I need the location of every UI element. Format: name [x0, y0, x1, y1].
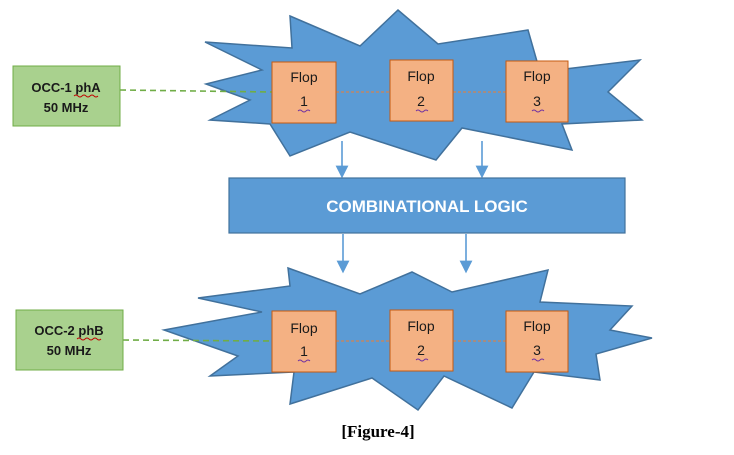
- bottom-flop-1-word: Flop: [290, 320, 317, 336]
- top-flop-2-number: 2: [417, 93, 425, 109]
- squiggle-top-2: [415, 109, 429, 113]
- figure-caption: [Figure-4]: [341, 422, 414, 441]
- squiggle-phB: [76, 337, 102, 341]
- clock-source-occ2-freq: 50 MHz: [47, 343, 92, 358]
- clock-line-bottom: [122, 339, 273, 342]
- top-flop-3-number: 3: [533, 93, 541, 109]
- top-flop-1-number: 1: [300, 93, 308, 109]
- squiggle-bottom-2: [415, 358, 429, 362]
- combinational-logic-label: COMBINATIONAL LOGIC: [326, 197, 527, 216]
- clock-source-occ1-name: OCC-1 phA: [31, 80, 101, 95]
- bottom-flop-3-word: Flop: [523, 318, 550, 334]
- clock-line-top: [119, 89, 273, 93]
- top-flop-3-word: Flop: [523, 68, 550, 84]
- top-flop-3: Flop 3: [505, 60, 569, 123]
- clock-source-occ2-name: OCC-2 phB: [34, 323, 103, 338]
- top-flop-1: Flop 1: [271, 61, 337, 124]
- combinational-logic-block: [228, 177, 626, 234]
- bottom-flop-3-number: 3: [533, 342, 541, 358]
- squiggle-top-3: [531, 109, 545, 113]
- top-flop-2-word: Flop: [407, 68, 434, 84]
- top-flop-2: Flop 2: [389, 59, 454, 122]
- clock-source-occ1: [12, 65, 121, 127]
- bottom-flop-2-word: Flop: [407, 318, 434, 334]
- squiggle-bottom-1: [297, 359, 311, 363]
- top-flop-1-word: Flop: [290, 69, 317, 85]
- bottom-flop-2-number: 2: [417, 342, 425, 358]
- clock-source-occ1-freq: 50 MHz: [44, 100, 89, 115]
- squiggle-top-1: [297, 109, 311, 113]
- squiggle-phA: [73, 94, 99, 98]
- bottom-flop-1-number: 1: [300, 343, 308, 359]
- bottom-flop-3: Flop 3: [505, 310, 569, 373]
- clock-source-occ2: [15, 309, 124, 371]
- squiggle-bottom-3: [531, 358, 545, 362]
- bottom-flop-2: Flop 2: [389, 309, 454, 372]
- bottom-flop-1: Flop 1: [271, 310, 337, 373]
